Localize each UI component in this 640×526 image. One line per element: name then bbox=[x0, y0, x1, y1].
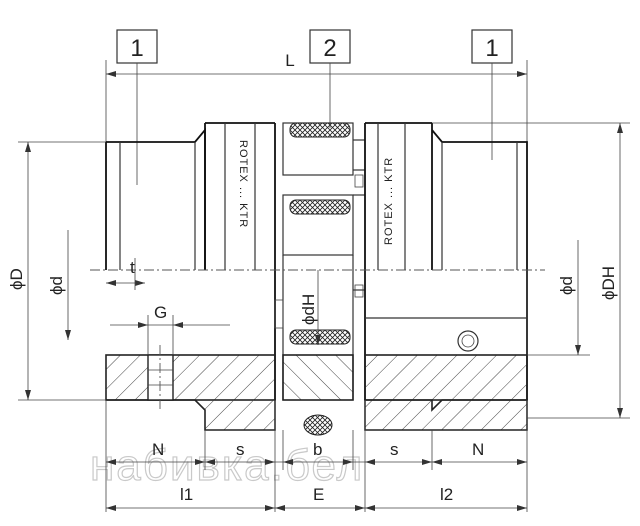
dimension-d-right-label: ϕd bbox=[557, 276, 576, 295]
dimension-L: L bbox=[105, 51, 528, 150]
watermark: набивка.бел bbox=[90, 441, 364, 490]
dimension-DH-label: ϕDH bbox=[599, 266, 618, 300]
dimension-E-label: E bbox=[313, 485, 324, 504]
dimension-G: G bbox=[110, 303, 230, 355]
callout-right-hub-number: 1 bbox=[485, 35, 498, 62]
callout-right-hub: 1 bbox=[471, 29, 513, 160]
callout-spider-number: 2 bbox=[323, 35, 336, 62]
dimension-DH: ϕDH bbox=[432, 122, 630, 419]
dimension-d-right: ϕd bbox=[527, 240, 590, 356]
dimension-d-left: ϕd bbox=[47, 230, 71, 340]
dimension-D-label: ϕD bbox=[7, 268, 26, 290]
section-view bbox=[105, 345, 528, 436]
dimension-N-left-label: N bbox=[152, 440, 164, 459]
dimension-l1-label: l1 bbox=[180, 485, 193, 504]
dimension-L-label: L bbox=[285, 51, 294, 70]
callout-left-hub: 1 bbox=[116, 29, 158, 185]
dimension-s-left-label: s bbox=[236, 440, 245, 459]
dimension-dH-center: ϕdH bbox=[299, 270, 321, 345]
dimension-dH-center-label: ϕdH bbox=[299, 294, 318, 325]
dimension-D: ϕD bbox=[7, 141, 106, 401]
hub-marking-right: ROTEX ... KTR bbox=[383, 157, 395, 245]
dimension-t: t bbox=[106, 258, 145, 290]
dimension-s-right-label: s bbox=[390, 440, 399, 459]
left-hub: ROTEX ... KTR bbox=[105, 122, 276, 400]
dimension-t-label: t bbox=[130, 258, 135, 277]
callout-left-hub-number: 1 bbox=[130, 35, 143, 62]
callout-spider: 2 bbox=[309, 29, 351, 128]
dimension-d-left-label: ϕd bbox=[47, 276, 66, 295]
hub-marking-left: ROTEX ... KTR bbox=[237, 140, 249, 228]
right-hub: ROTEX ... KTR bbox=[364, 122, 528, 400]
spider bbox=[274, 122, 365, 400]
bottom-dimensions: N s b s N l1 E l2 bbox=[105, 400, 528, 512]
dimension-N-right-label: N bbox=[472, 440, 484, 459]
dimension-l2-label: l2 bbox=[440, 485, 453, 504]
dimension-b-label: b bbox=[313, 440, 322, 459]
dimension-G-label: G bbox=[154, 303, 167, 322]
